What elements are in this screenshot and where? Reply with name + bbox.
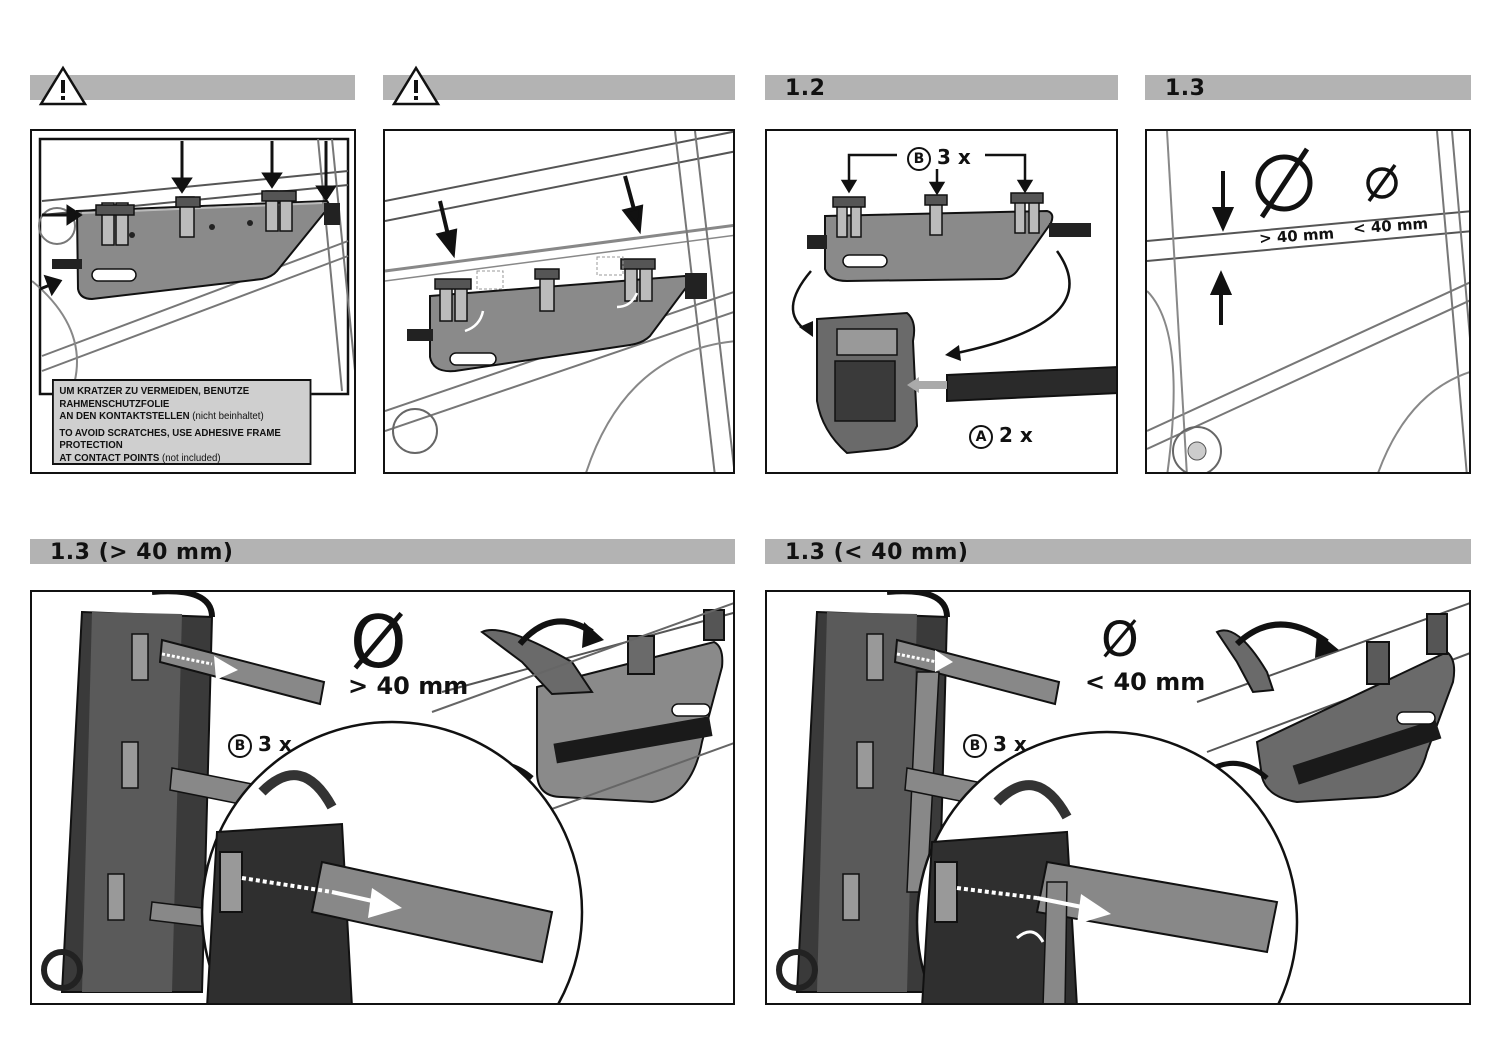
- warning-triangle-icon: [38, 65, 88, 106]
- a-circle-letter: A: [969, 424, 993, 449]
- lt40-label-large: < 40 mm: [1085, 668, 1206, 696]
- section-number: 1.2: [785, 76, 826, 101]
- panel-step-1-3-measure: > 40 mm < 40 mm: [1145, 129, 1471, 474]
- narrow-tube-strap-illustration: [776, 592, 1469, 1003]
- section-bar-1: [30, 65, 355, 106]
- note-en-line2: AT CONTACT POINTS: [59, 451, 160, 464]
- note-de-small: (nicht beinhaltet): [192, 410, 264, 422]
- note-de-line2: AN DEN KONTAKTSTELLEN: [59, 410, 190, 422]
- section-bar-3: 1.2: [765, 75, 1118, 101]
- wide-tube-strap-illustration: [41, 592, 733, 1003]
- note-de-line1: UM KRATZER ZU VERMEIDEN, BENUTZE RAHMENS…: [59, 385, 250, 410]
- section-number: 1.3 (< 40 mm): [785, 540, 969, 565]
- diameter-symbol-large: Ø: [350, 600, 407, 684]
- tube-diameter-illustration: [1147, 131, 1469, 472]
- section-bar-2: [383, 65, 735, 106]
- warning-triangle-icon: [391, 65, 441, 106]
- gt40-label-large: > 40 mm: [348, 672, 469, 700]
- note-en-small: (not included): [162, 451, 221, 464]
- a-quantity: 2 x: [999, 423, 1033, 447]
- b-quantity: 3 x: [993, 732, 1027, 756]
- diameter-symbol-medium: Ø: [1101, 612, 1139, 668]
- b-quantity: 3 x: [937, 145, 971, 169]
- b-quantity: 3 x: [258, 732, 292, 756]
- panel-frame-protection: UM KRATZER ZU VERMEIDEN, BENUTZE RAHMENS…: [30, 129, 356, 474]
- section-number: 1.3 (> 40 mm): [50, 540, 234, 565]
- note-en-line1: TO AVOID SCRATCHES, USE ADHESIVE FRAME P…: [59, 426, 281, 452]
- frame-bag-cable-illustration: [385, 131, 733, 472]
- b-circle-letter: B: [963, 733, 987, 758]
- section-bar-6: 1.3 (< 40 mm): [765, 539, 1471, 565]
- strap-attachment-illustration: [791, 153, 1116, 455]
- panel-cable-routing: [383, 129, 735, 474]
- section-bar-4: 1.3: [1145, 75, 1471, 101]
- frame-protection-note: UM KRATZER ZU VERMEIDEN, BENUTZE RAHMENS…: [52, 379, 312, 465]
- b-circle-letter: B: [228, 733, 252, 758]
- section-bar-5: 1.3 (> 40 mm): [30, 539, 735, 565]
- b-circle-letter: B: [907, 146, 931, 171]
- section-number: 1.3: [1165, 76, 1206, 101]
